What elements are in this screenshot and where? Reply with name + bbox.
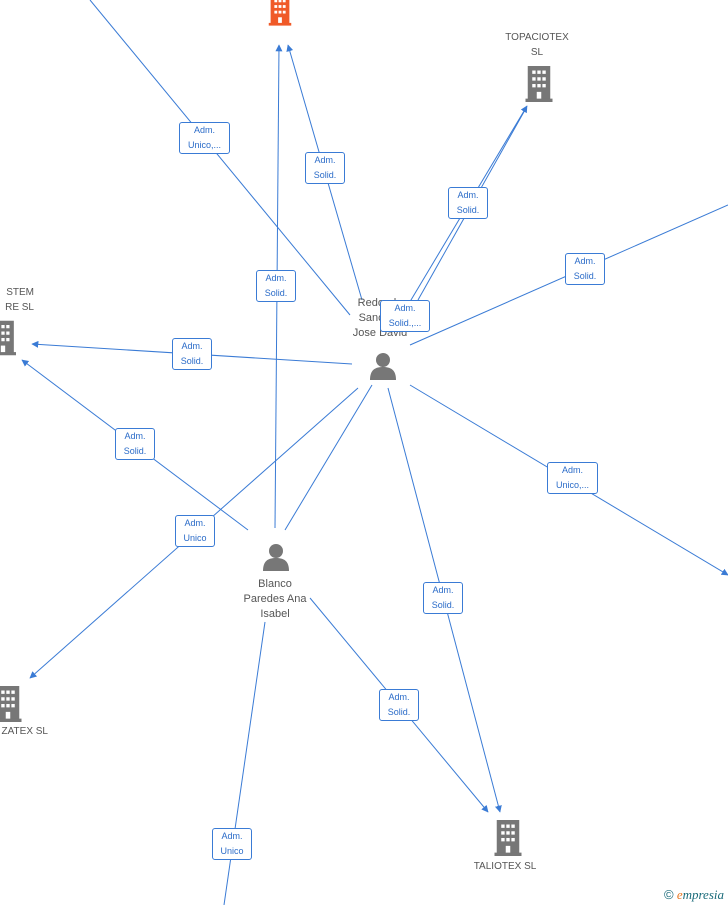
blanco-person-label[interactable]: Blanco Paredes Ana Isabel [230,577,320,622]
edge-label-center-topaciotex-2[interactable]: Adm. Solid.,... [380,300,430,332]
edge-label-line: Adm. [394,303,416,313]
edge-center-to-topleft [89,0,351,316]
edge-label-center-highlight[interactable]: Adm. Solid. [305,152,345,184]
edge-label-line: Unico [183,533,207,543]
edge-label-line: Adm. [184,518,206,528]
topaciotex-name-line-2: SL [530,47,544,58]
system-name-line-1: STEM [6,287,34,298]
edge-label-line: Adm. [574,256,596,266]
edge-label-blanco-highlight[interactable]: Adm. Solid. [256,270,296,302]
edge-label-blanco-bottom[interactable]: Adm. Unico [212,828,252,860]
edge-label-line: Adm. [181,341,203,351]
copyright-symbol: © [663,887,674,902]
blanco-name-line-1: Blanco [258,578,292,590]
edge-label-line: Unico [220,846,244,856]
center-person-icon[interactable] [369,352,397,380]
edge-label-line: Unico,... [187,140,221,150]
edge-label-line: Adm. [265,273,287,283]
edge-label-blanco-taliotex[interactable]: Adm. Solid. [379,689,419,721]
taliotex-label[interactable]: TALIOTEX SL [462,859,548,874]
edge-label-center-system[interactable]: Adm. Solid. [172,338,212,370]
blanco-name-line-3: Isabel [260,608,290,620]
system-building-icon[interactable] [0,320,16,356]
edge-label-line: Solid. [264,288,288,298]
topaciotex-label[interactable]: TOPACIOTEX SL [497,30,577,60]
edge-label-line: Unico,... [555,480,589,490]
edge-label-line: Adm. [124,431,146,441]
edge-label-line: Adm. [561,465,583,475]
topaciotex-name-line-1: TOPACIOTEX [505,32,569,43]
highlight-company-building-icon[interactable] [264,0,296,30]
brand-initial: e [676,887,683,902]
edge-blanco-to-bottom [223,621,266,905]
edge-label-line: Adm. [193,125,215,135]
taliotex-name-line-1: TALIOTEX SL [473,861,537,872]
edge-label-line: Solid. [180,356,204,366]
edge-center-to-blanco [284,384,373,531]
zatex-label[interactable]: ZATEX SL [0,724,49,739]
edge-label-line: Solid. [573,271,597,281]
edge-label-line: Adm. [388,692,410,702]
edge-label-center-lowright[interactable]: Adm. Unico,... [547,462,598,494]
system-name-line-2: RE SL [5,302,34,313]
edge-label-center-right[interactable]: Adm. Solid. [565,253,605,285]
blanco-person-icon[interactable] [262,543,290,571]
zatex-building-icon[interactable] [0,686,24,722]
edge-label-line: Solid.,... [388,318,422,328]
edge-label-blanco-system[interactable]: Adm. Solid. [115,428,155,460]
edge-label-line: Solid. [387,707,411,717]
edge-label-center-topleft[interactable]: Adm. Unico,... [179,122,230,154]
brand-name: mpresia [682,887,724,902]
system-label[interactable]: STEM RE SL [0,285,34,315]
blanco-name-line-2: Paredes Ana [243,593,307,605]
empresia-watermark: © empresia [664,887,724,903]
edge-label-center-zatex[interactable]: Adm. Unico [175,515,215,547]
edge-label-line: Solid. [456,205,480,215]
zatex-name-line-1: ZATEX SL [1,726,49,737]
edge-label-line: Solid. [123,446,147,456]
edge-label-center-topaciotex[interactable]: Adm. Solid. [448,187,488,219]
topaciotex-building-icon[interactable] [523,66,555,102]
edge-label-center-taliotex[interactable]: Adm. Solid. [423,582,463,614]
edge-label-line: Solid. [313,170,337,180]
edge-label-line: Adm. [432,585,454,595]
edge-label-line: Adm. [314,155,336,165]
edge-label-line: Adm. [457,190,479,200]
edge-label-line: Solid. [431,600,455,610]
edge-label-line: Adm. [221,831,243,841]
taliotex-building-icon[interactable] [492,820,524,856]
